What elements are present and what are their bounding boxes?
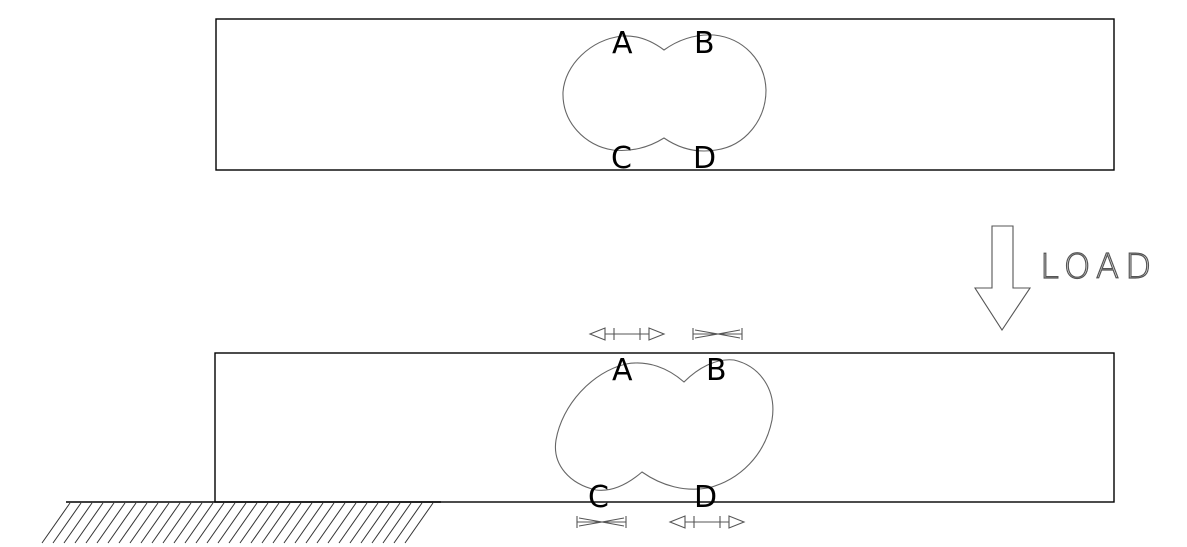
loaded-point-c-label: C: [588, 480, 609, 515]
hatch-line: [338, 502, 368, 544]
compression-arrow-icon-b: [692, 328, 743, 340]
hatch-line: [327, 502, 357, 544]
hatch-line: [74, 502, 104, 544]
ground-support: [41, 501, 441, 544]
hatch-line: [118, 502, 148, 544]
hatch-line: [52, 502, 82, 544]
hatch-line: [162, 502, 192, 544]
hatch-line: [250, 502, 280, 544]
hatch-line: [85, 502, 115, 544]
loaded-hole-outline: [554, 359, 774, 491]
hatch-line: [173, 502, 203, 544]
loaded-beam-group: A B C D: [214, 327, 1115, 529]
hatch-line: [404, 502, 434, 544]
hatch-line: [217, 502, 247, 544]
loaded-point-d-label: D: [694, 480, 717, 515]
hatch-line: [305, 502, 335, 544]
hatch-line: [206, 502, 236, 544]
tension-arrow-icon-a: [588, 327, 666, 341]
hatch-line: [239, 502, 269, 544]
hatch-line: [195, 502, 225, 544]
hatch-line: [129, 502, 159, 544]
loaded-beam: [214, 352, 1115, 503]
load-arrow-icon: [973, 225, 1032, 332]
hatch-line: [63, 502, 93, 544]
unloaded-point-b-label: B: [694, 26, 715, 61]
load-indicator: LOAD: [973, 225, 1157, 332]
tension-arrow-icon-d: [668, 515, 746, 529]
unloaded-beam: [215, 18, 1115, 171]
hatch-line: [140, 502, 170, 544]
unloaded-point-d-label: D: [693, 141, 716, 176]
ground-hatching: [41, 502, 434, 544]
hatch-line: [151, 502, 181, 544]
unloaded-point-a-label: A: [612, 26, 633, 61]
load-label: LOAD: [1040, 247, 1157, 287]
unloaded-point-c-label: C: [611, 141, 632, 176]
compression-arrow-icon-c: [576, 516, 627, 528]
hatch-line: [316, 502, 346, 544]
loaded-point-a-label: A: [612, 353, 633, 388]
hatch-line: [371, 502, 401, 544]
unloaded-beam-group: A B C D: [215, 18, 1115, 176]
hatch-line: [184, 502, 214, 544]
hatch-line: [294, 502, 324, 544]
hatch-line: [360, 502, 390, 544]
hatch-line: [96, 502, 126, 544]
hatch-line: [393, 502, 423, 544]
hatch-line: [349, 502, 379, 544]
hatch-line: [382, 502, 412, 544]
hatch-line: [283, 502, 313, 544]
hatch-line: [261, 502, 291, 544]
hatch-line: [41, 502, 71, 544]
hatch-line: [272, 502, 302, 544]
hatch-line: [228, 502, 258, 544]
hatch-line: [107, 502, 137, 544]
loaded-point-b-label: B: [706, 353, 727, 388]
unloaded-hole-outline: [562, 34, 767, 152]
